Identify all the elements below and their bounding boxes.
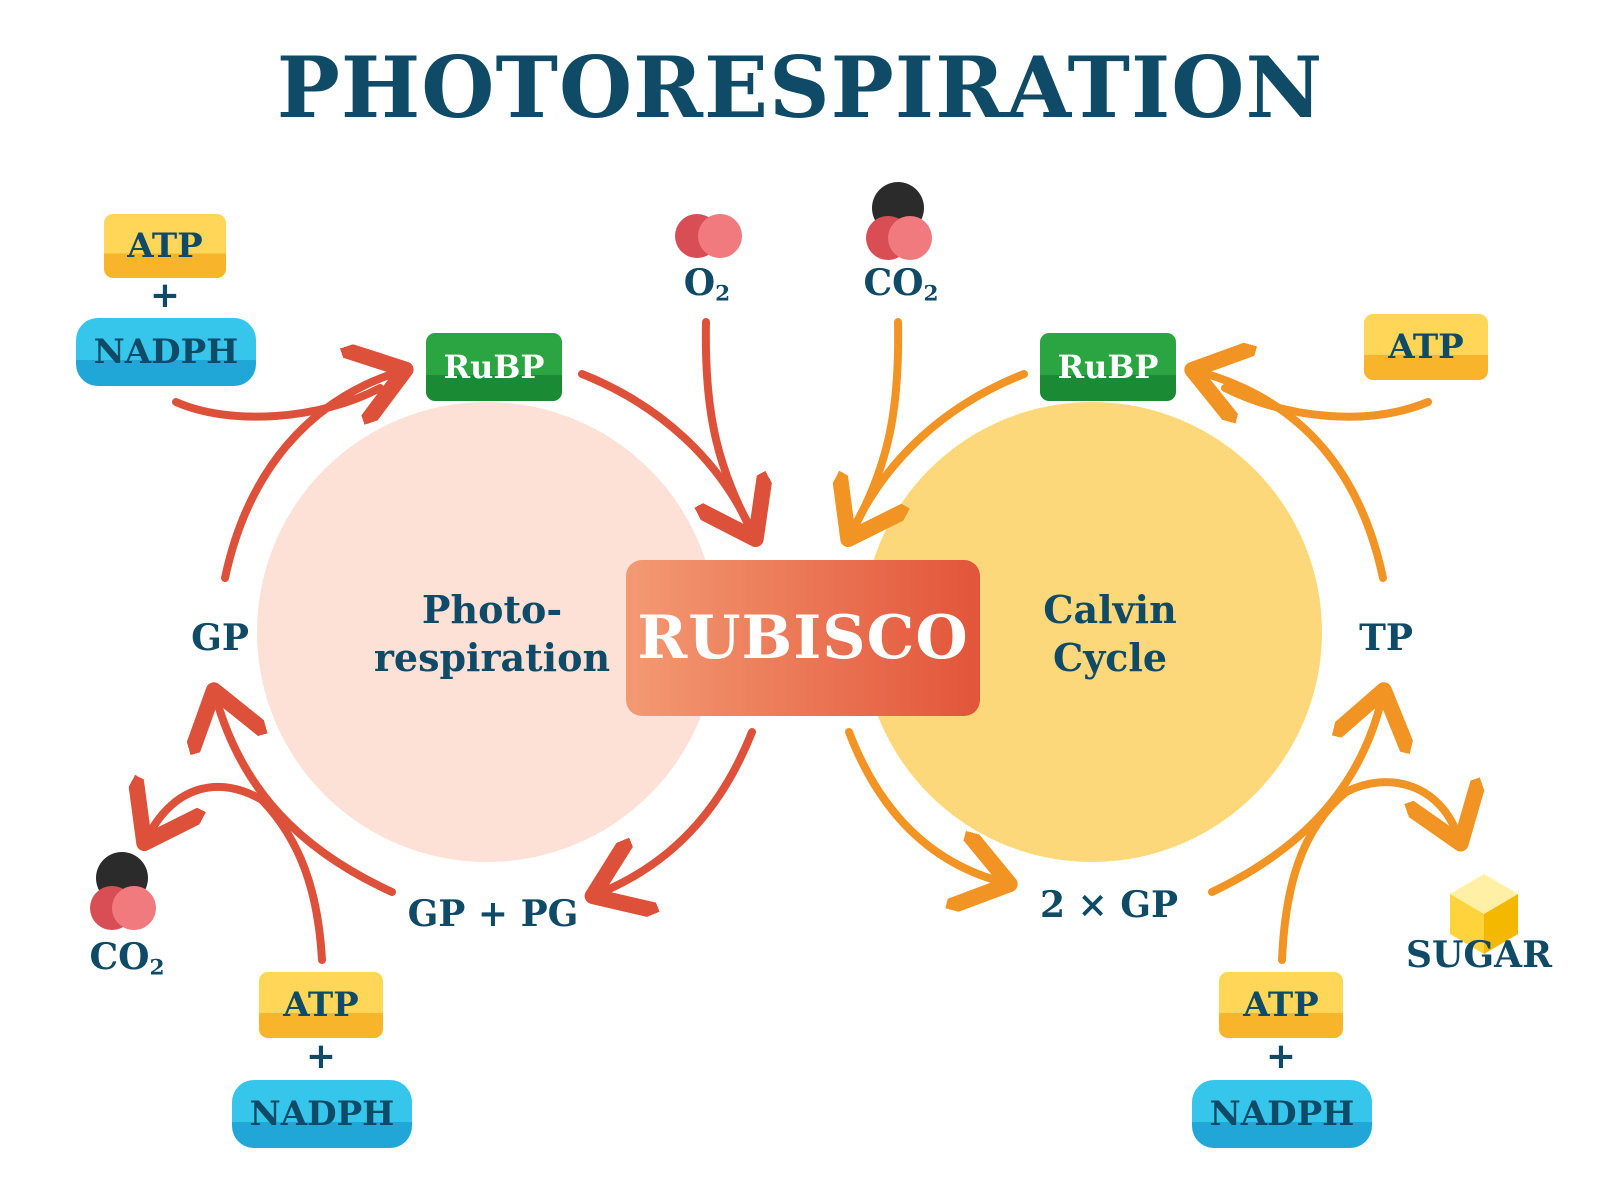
arrow-rubisco-to-2gp [845,728,1002,882]
plus-sign-bottom-left: + [305,1036,337,1077]
arrow-tp-to-rubp [1200,372,1387,582]
tp-label: TP [1359,617,1413,659]
calvin-cycle-arrows [845,318,1458,964]
page-title: PHOTORESPIRATION [276,38,1324,137]
o2-label: O2 [662,262,752,306]
sugar-label: SUGAR [1406,934,1552,976]
arrow-gp-pg-to-gp [216,698,396,896]
nadph-box-top-left: NADPH [76,318,256,386]
arrow-atp-nadph-bottom-in-right [1278,788,1350,964]
o2-molecule-icon [675,214,742,258]
co2-released-label: CO2 [72,936,182,980]
rubp-box-right: RuBP [1040,333,1176,401]
plus-sign-bottom-right: + [1265,1036,1297,1077]
atp-box-top-left: ATP [104,214,226,278]
arrow-rubp-to-rubisco [578,370,756,536]
atp-box-top-right: ATP [1364,314,1488,380]
co2-label-base: CO [863,262,924,304]
arrow-o2-to-rubisco [706,318,752,532]
photorespiration-name-line1: Photo- [421,587,563,632]
arrow-to-sugar [1342,782,1458,836]
arrow-rubisco-to-gp-pg [600,728,756,893]
rubp-box-left: RuBP [426,333,562,401]
o2-label-sub: 2 [715,281,731,307]
photorespiration-circle [257,402,717,862]
arrow-atp-top-in [1221,384,1432,421]
atp-box-bottom-left: ATP [259,972,383,1038]
calvin-cycle-circle [862,402,1322,862]
arrow-atp-nadph-bottom-in [258,796,326,964]
co2-released-sub: 2 [149,955,165,981]
arrow-co2-to-rubisco [852,318,898,532]
photorespiration-name-line2: respiration [373,635,611,680]
co2-label-sub: 2 [923,281,939,307]
arrow-rubp-to-rubisco-right [848,370,1028,536]
calvin-name-line1: Calvin [1043,587,1177,632]
gp-pg-label: GP + PG [407,893,579,935]
photorespiration-cycle-name: Photo- respiration [372,586,612,682]
rubisco-enzyme-box: RUBISCO [626,560,980,716]
two-gp-label: 2 × GP [1039,884,1179,926]
atp-box-bottom-right: ATP [1219,972,1343,1038]
co2-released-molecule-icon [90,852,156,930]
sugar-cube-icon [1450,874,1518,954]
o2-label-base: O [683,262,716,304]
arrow-gp-to-rubp [221,372,398,582]
nadph-box-bottom-left: NADPH [232,1080,412,1148]
co2-label: CO2 [846,262,956,306]
calvin-cycle-name: Calvin Cycle [1000,586,1220,682]
arrow-co2-released [148,787,266,836]
arrow-atp-nadph-top-in [172,384,384,421]
co2-released-base: CO [89,936,150,978]
nadph-box-bottom-right: NADPH [1192,1080,1372,1148]
photorespiration-arrows [148,318,756,964]
co2-molecule-icon [866,182,932,260]
calvin-name-line2: Cycle [1052,635,1168,680]
gp-label-left: GP [191,617,249,659]
plus-sign-top-left: + [149,275,181,316]
